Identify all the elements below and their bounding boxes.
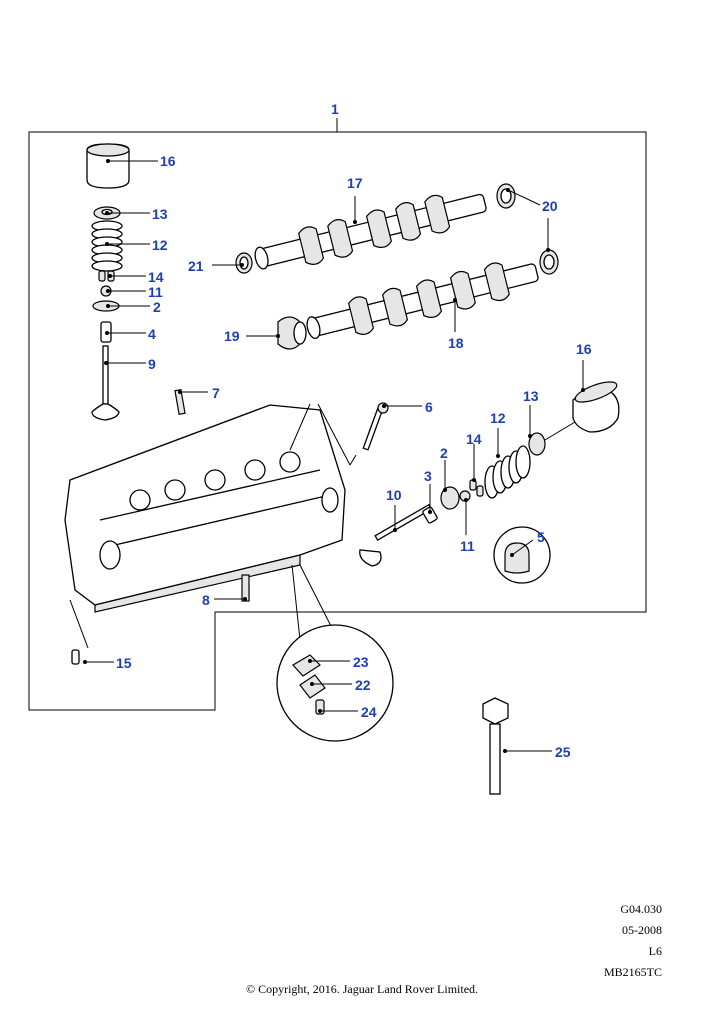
callout-13-left: 13 [152,206,168,222]
assembly-frame [28,131,647,711]
callout-24: 24 [361,704,377,720]
camshaft-oil-seal-20a [496,183,516,209]
callout-3: 3 [424,468,432,484]
callout-5: 5 [537,529,545,545]
callout-1: 1 [331,101,339,117]
valve-left [91,345,120,421]
leader-lines [83,159,585,753]
callout-2-right: 2 [440,445,448,461]
callout-22: 22 [355,677,371,693]
stud-7 [174,388,186,416]
tappet-right [572,381,620,433]
callout-18: 18 [448,335,464,351]
callout-10: 10 [386,487,402,503]
bolt-25 [482,697,509,795]
detail-5 [493,526,551,584]
callout-9: 9 [148,356,156,372]
valve-spring-left [91,220,123,272]
callout-15: 15 [116,655,132,671]
cylinder-head [64,404,346,613]
callout-20: 20 [542,198,558,214]
camshaft-lower [306,262,539,340]
callout-7: 7 [212,385,220,401]
callout-25: 25 [555,744,571,760]
dowel-15 [71,649,80,665]
spring-seat-lower-right [440,486,460,510]
callout-12-left: 12 [152,237,168,253]
callout-13-right: 13 [523,388,539,404]
copyright-notice: © Copyright, 2016. Jaguar Land Rover Lim… [245,982,479,996]
collets-right [469,479,484,497]
callout-21: 21 [188,258,204,274]
callout-17: 17 [347,175,363,191]
callout-2-left: 2 [153,299,161,315]
valve-right [359,503,433,567]
bolt-6 [362,402,389,451]
camshaft-end-plug-19 [277,316,307,350]
drawing-number: MB2165TC [603,965,662,979]
tappet-left [86,143,130,189]
model-variant: L6 [648,944,662,958]
callout-19: 19 [224,328,240,344]
callout-23: 23 [353,654,369,670]
callout-14-right: 14 [466,431,482,447]
camshaft-oil-seal-20b [539,249,559,275]
spring-seat-upper-right [528,432,546,456]
callout-8: 8 [202,592,210,608]
callout-12-right: 12 [490,410,506,426]
revision-date: 05-2008 [622,923,662,937]
callout-4: 4 [148,326,156,342]
camshaft-oil-seal-21 [235,252,253,274]
callout-11-right: 11 [460,538,475,554]
detail-22-24 [276,624,394,742]
callout-16-right: 16 [576,341,592,357]
valve-spring-right [484,445,531,499]
valve-guide-right [422,506,438,524]
ref-code: G04.030 [620,902,662,916]
callout-6: 6 [425,399,433,415]
callout-11-left: 11 [148,284,163,300]
callout-16-left: 16 [160,153,176,169]
stud-8 [241,574,250,602]
callout-14-left: 14 [148,269,164,285]
camshaft-upper [254,193,487,270]
